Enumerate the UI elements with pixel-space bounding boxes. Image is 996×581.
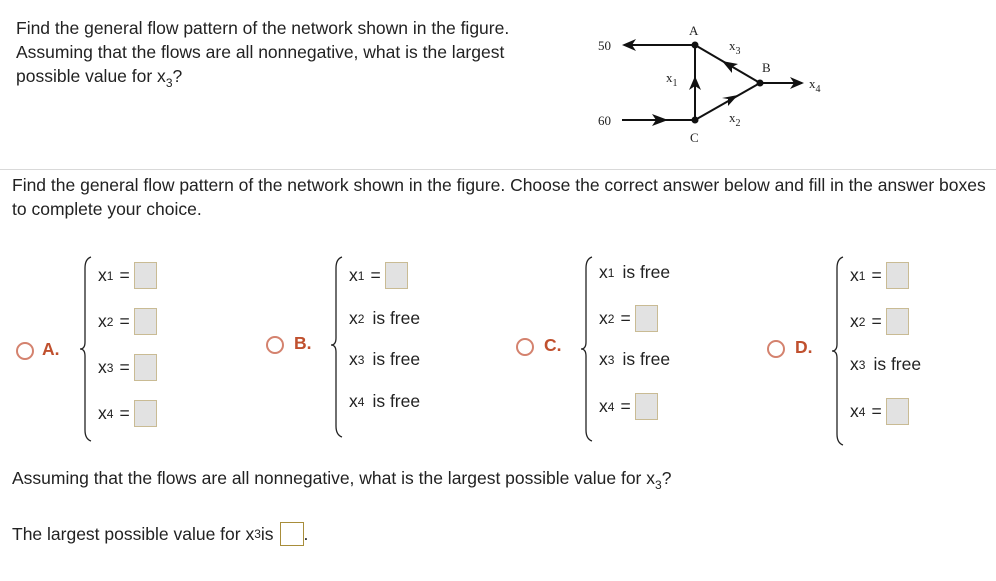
- node-b-label: B: [762, 60, 771, 75]
- answer-box-x3[interactable]: [133, 354, 157, 381]
- largest-x3-input[interactable]: [279, 522, 304, 546]
- outflow-label: 50: [598, 38, 611, 53]
- node-a-label: A: [689, 23, 699, 38]
- svg-text:x2: x2: [729, 110, 741, 129]
- brace-icon: [831, 256, 844, 446]
- brace-icon: [79, 256, 92, 442]
- answer-box-x1[interactable]: [133, 262, 157, 289]
- svg-text:x1: x1: [666, 70, 678, 89]
- question-text: Find the general flow pattern of the net…: [16, 18, 510, 90]
- option-letter: D.: [795, 337, 813, 357]
- answer-box-x2[interactable]: [885, 308, 909, 335]
- option-letter: C.: [544, 335, 562, 355]
- network-diagram: 50 A x1 C 60 x2 x3 B x4: [598, 23, 821, 145]
- answer-box-x1[interactable]: [885, 262, 909, 289]
- answer-box-x4[interactable]: [634, 393, 658, 420]
- svg-text:x4: x4: [809, 76, 821, 95]
- answer-box-x2[interactable]: [133, 308, 157, 335]
- option-letter: A.: [42, 339, 60, 359]
- radio-option-d[interactable]: [767, 340, 785, 358]
- final-question: Assuming that the flows are all nonnegat…: [12, 468, 672, 492]
- option-letter: B.: [294, 333, 312, 353]
- divider: [0, 169, 996, 170]
- answer-box-x4[interactable]: [133, 400, 157, 427]
- answer-box-x2[interactable]: [634, 305, 658, 332]
- node-c-label: C: [690, 130, 699, 145]
- radio-option-b[interactable]: [266, 336, 284, 354]
- radio-option-c[interactable]: [516, 338, 534, 356]
- answer-box-x4[interactable]: [885, 398, 909, 425]
- brace-icon: [330, 256, 343, 438]
- answer-box-x1[interactable]: [384, 262, 408, 289]
- brace-icon: [580, 256, 593, 442]
- svg-text:x3: x3: [729, 38, 741, 57]
- radio-option-a[interactable]: [16, 342, 34, 360]
- instructions: Find the general flow pattern of the net…: [12, 175, 986, 219]
- inflow-label: 60: [598, 113, 611, 128]
